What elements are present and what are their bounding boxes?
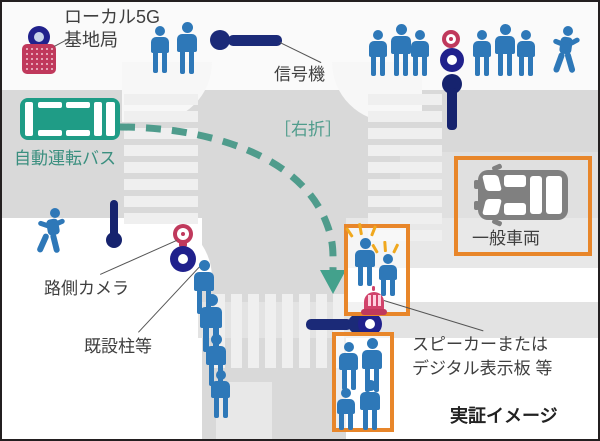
roadside-camera-label: 路側カメラ <box>44 279 129 298</box>
crosswalk-stripe <box>124 179 198 190</box>
antenna-element <box>41 48 43 50</box>
antenna-element <box>46 68 48 70</box>
antenna-element <box>41 58 43 60</box>
antenna-element <box>46 58 48 60</box>
crosswalk-stripe <box>368 213 442 224</box>
crosswalk-stripe <box>368 162 442 173</box>
traffic-signal-label: 信号機 <box>274 65 325 84</box>
crosswalk-stripe <box>124 111 198 122</box>
crosswalk-stripe <box>124 145 198 156</box>
antenna-element <box>51 63 53 65</box>
antenna-element <box>46 48 48 50</box>
antenna-element <box>46 63 48 65</box>
crosswalk-west <box>124 94 198 224</box>
roadside-camera-icon <box>170 224 196 272</box>
autonomous-bus-icon <box>20 98 120 140</box>
crosswalk-stripe <box>265 294 276 368</box>
general-vehicle-box[interactable] <box>454 156 592 256</box>
crosswalk-stripe <box>368 94 442 105</box>
general-vehicle-label: 一般車両 <box>472 229 540 248</box>
right-turn-label: ［右折］ <box>274 120 342 139</box>
antenna-element <box>51 53 53 55</box>
crosswalk-stripe <box>124 162 198 173</box>
crosswalk-stripe <box>282 294 293 368</box>
speaker-beacon-icon <box>360 286 388 316</box>
speaker-label-line1: スピーカーまたは <box>412 335 548 354</box>
antenna-element <box>51 58 53 60</box>
crosswalk-stripe <box>248 294 259 368</box>
crosswalk-stripe <box>214 294 225 368</box>
antenna-element <box>26 58 28 60</box>
existing-pole-ring-icon <box>170 246 196 272</box>
autonomous-bus-label: 自動運転バス <box>14 149 116 168</box>
antenna-element <box>26 48 28 50</box>
traffic-signal-icon <box>210 30 282 50</box>
local-5g-label-line1: ローカル5G <box>64 7 161 27</box>
existing-pole-label: 既設柱等 <box>84 337 152 356</box>
antenna-element <box>41 63 43 65</box>
crosswalk-stripe <box>368 128 442 139</box>
antenna-element <box>51 48 53 50</box>
local-5g-base-station-icon <box>22 26 56 76</box>
antenna-element <box>26 63 28 65</box>
general-vehicle-icon <box>474 163 568 227</box>
speaker-label-line2: デジタル表示板 等 <box>412 359 553 378</box>
antenna-element <box>31 48 33 50</box>
crosswalk-stripe <box>368 111 442 122</box>
crosswalk-stripe <box>316 294 327 368</box>
antenna-element <box>36 48 38 50</box>
antenna-element <box>41 53 43 55</box>
antenna-element <box>46 53 48 55</box>
crosswalk-stripe <box>368 145 442 156</box>
crosswalk-stripe <box>368 196 442 207</box>
utility-pole-icon-right <box>438 30 464 130</box>
local-5g-label-line2: 基地局 <box>64 30 118 50</box>
crosswalk-stripe <box>333 294 344 368</box>
antenna-element <box>36 63 38 65</box>
antenna-element <box>41 68 43 70</box>
antenna-element <box>26 53 28 55</box>
antenna-element <box>31 58 33 60</box>
utility-pole-icon-left <box>106 200 122 250</box>
antenna-element <box>36 68 38 70</box>
antenna-element <box>36 58 38 60</box>
crosswalk-stripe <box>124 213 198 224</box>
walking-person-icon <box>36 208 66 254</box>
crosswalk-stripe <box>299 294 310 368</box>
crosswalk-stripe <box>124 196 198 207</box>
crosswalk-stripe <box>231 294 242 368</box>
antenna-element <box>31 63 33 65</box>
antenna-element <box>26 68 28 70</box>
walking-person-icon <box>552 26 581 76</box>
antenna-element <box>31 53 33 55</box>
antenna-element <box>31 68 33 70</box>
antenna-element <box>51 68 53 70</box>
antenna-element <box>36 53 38 55</box>
crosswalk-stripe <box>124 94 198 105</box>
crosswalk-south <box>214 294 348 368</box>
figure-caption: 実証イメージ <box>450 406 558 426</box>
crosswalk-stripe <box>368 179 442 190</box>
crosswalk-stripe <box>124 128 198 139</box>
crosswalk-east <box>368 94 442 242</box>
